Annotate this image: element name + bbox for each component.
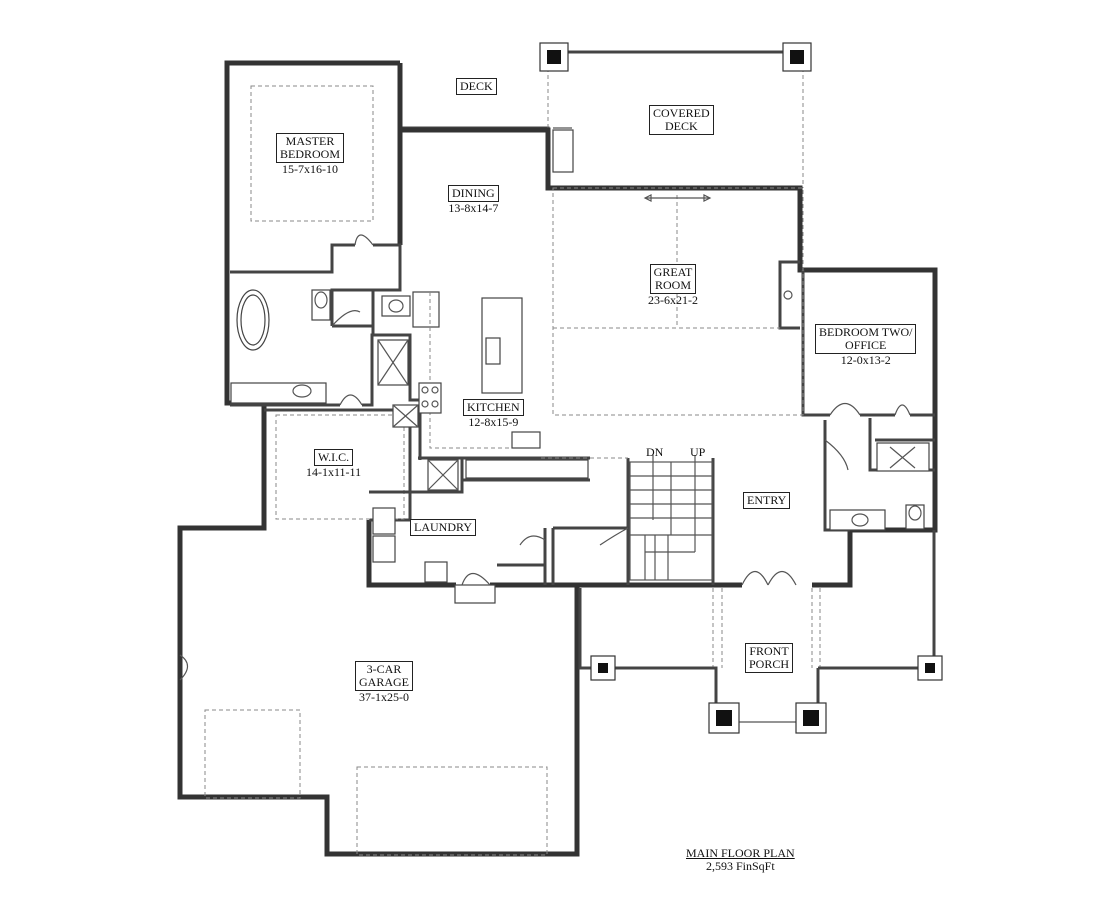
slider-arrows: [643, 194, 712, 202]
room-name: BEDROOM TWO/ OFFICE: [815, 324, 917, 354]
garage-label: 3-CAR GARAGE 37-1x25-0: [355, 661, 413, 704]
laundry-label: LAUNDRY: [410, 519, 477, 536]
bedroom-two-label: BEDROOM TWO/ OFFICE 12-0x13-2: [815, 324, 917, 367]
stairs-down-text: DN: [646, 445, 664, 459]
room-name: ENTRY: [743, 492, 791, 509]
room-name: DECK: [456, 78, 497, 95]
room-dimensions: 37-1x25-0: [359, 690, 409, 704]
plan-area: 2,593 FinSqFt: [705, 859, 775, 873]
dining-label: DINING 13-8x14-7: [448, 185, 499, 215]
room-name: KITCHEN: [463, 399, 524, 416]
room-dimensions: 14-1x11-11: [306, 465, 362, 479]
master-bedroom-label: MASTER BEDROOM 15-7x16-10: [276, 133, 345, 176]
front-porch-label: FRONT PORCH: [745, 643, 794, 673]
kitchen-label: KITCHEN 12-8x15-9: [463, 399, 524, 429]
stairs-up-text: UP: [690, 445, 706, 459]
covered-deck-label: COVERED DECK: [649, 105, 714, 135]
dashed-outlines: [204, 85, 821, 856]
exterior-walls: [177, 60, 938, 857]
room-dimensions: 12-8x15-9: [468, 415, 519, 429]
room-name: COVERED DECK: [649, 105, 714, 135]
kitchen-fixtures: [418, 297, 589, 491]
room-name: MASTER BEDROOM: [276, 133, 345, 163]
wic-label: W.I.C. 14-1x11-11: [306, 449, 361, 479]
room-name: W.I.C.: [313, 449, 354, 466]
deck-area: [398, 50, 804, 190]
room-dimensions: 15-7x16-10: [282, 162, 338, 176]
great-room-label: GREAT ROOM 23-6x21-2: [648, 264, 698, 307]
room-name: LAUNDRY: [410, 519, 477, 536]
doors: [179, 234, 911, 681]
room-dimensions: 13-8x14-7: [448, 201, 499, 215]
plan-title: MAIN FLOOR PLAN: [686, 846, 795, 860]
room-name: FRONT PORCH: [745, 643, 794, 673]
interior-walls: [230, 243, 935, 585]
room-name: GREAT ROOM: [649, 264, 697, 294]
front-porch-structure: [578, 530, 936, 723]
porch-posts: [539, 42, 943, 734]
plan-caption: MAIN FLOOR PLAN 2,593 FinSqFt: [686, 847, 795, 873]
stairs-up-label: UP: [690, 446, 705, 459]
bath-fixtures: [230, 289, 930, 604]
stairs: [629, 455, 713, 581]
room-dimensions: 23-6x21-2: [648, 293, 698, 307]
entry-label: ENTRY: [743, 492, 791, 509]
stairs-down-label: DN: [646, 446, 663, 459]
room-dimensions: 12-0x13-2: [840, 353, 891, 367]
deck-label: DECK: [456, 78, 497, 95]
room-name: DINING: [448, 185, 499, 202]
room-name: 3-CAR GARAGE: [355, 661, 413, 691]
